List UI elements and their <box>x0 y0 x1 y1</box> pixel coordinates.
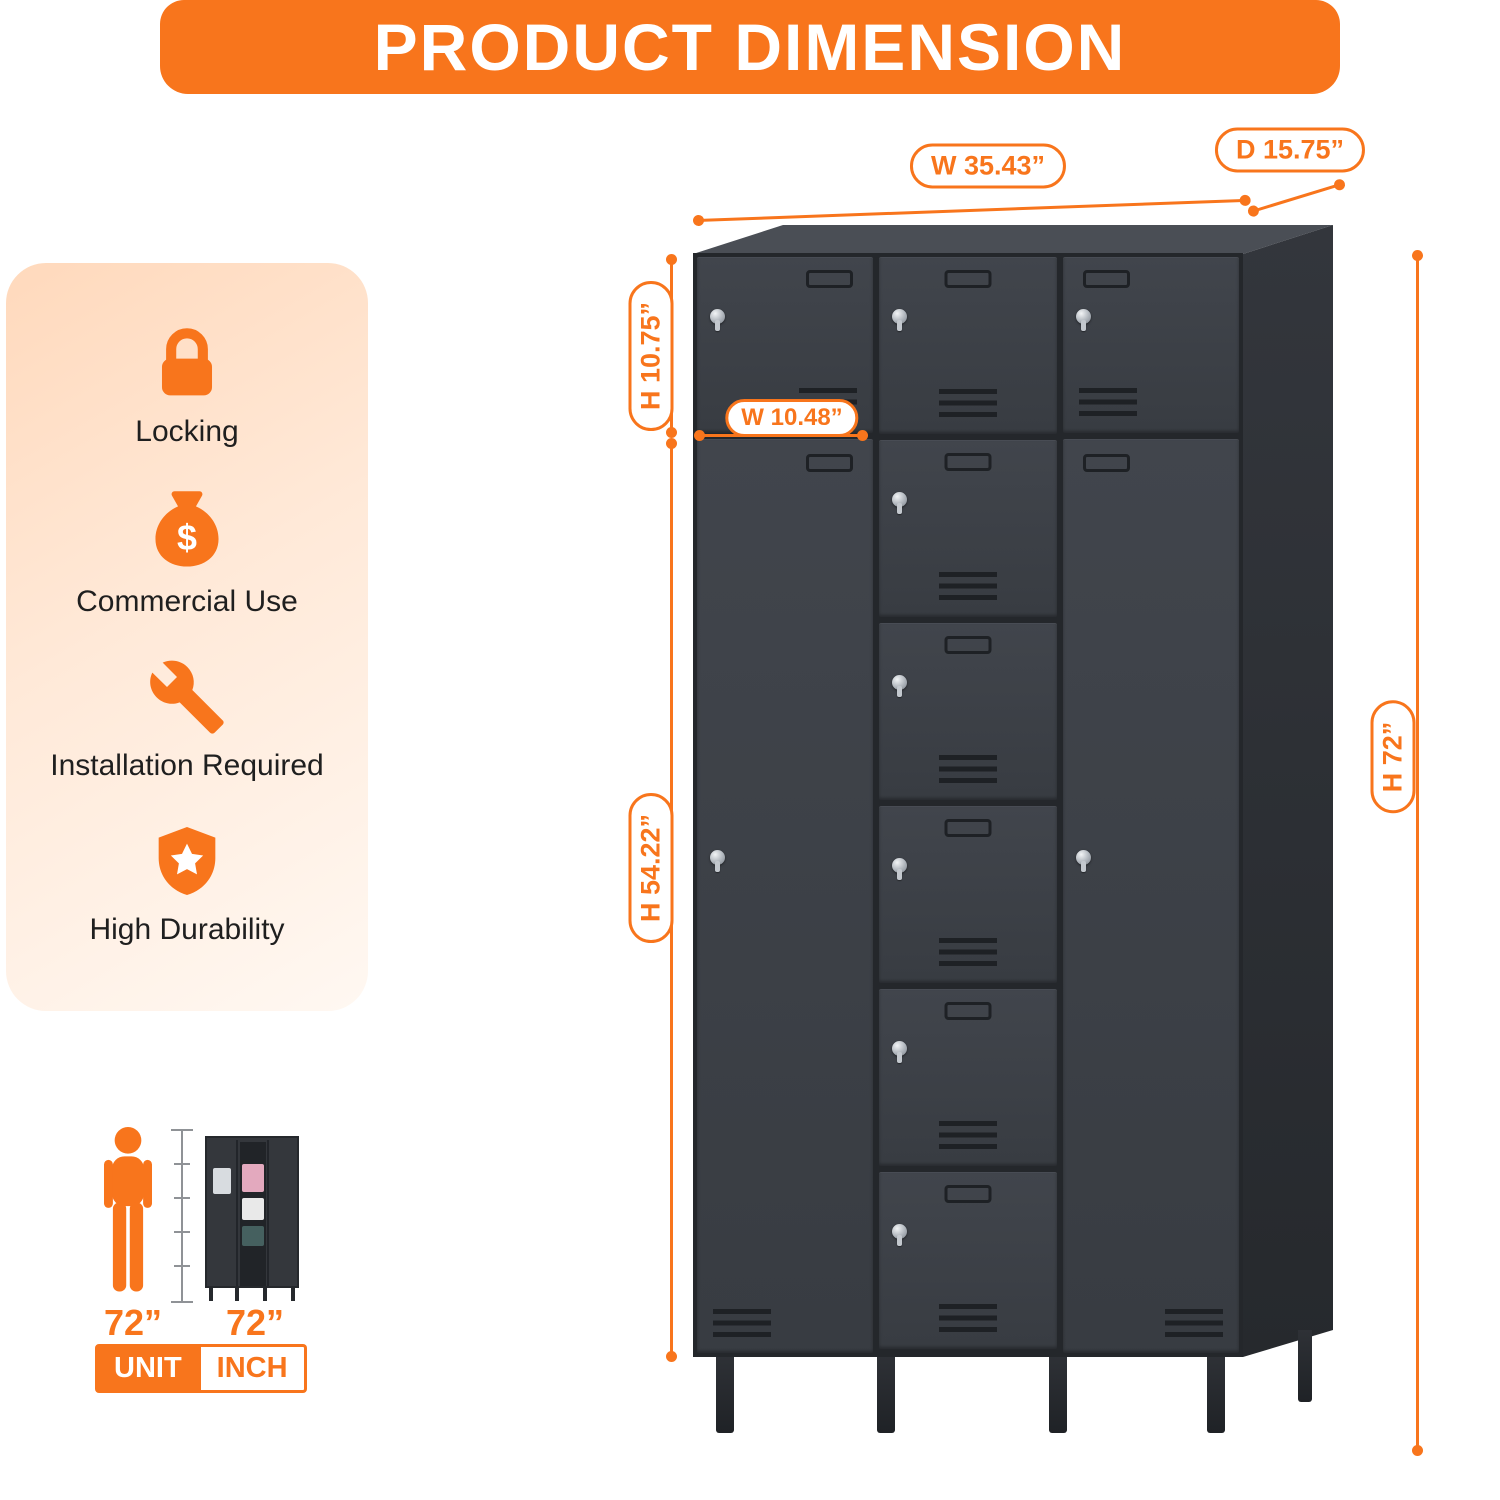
label-holder <box>944 1002 992 1020</box>
vent-slats <box>713 1309 771 1337</box>
locker-leg <box>1207 1357 1225 1433</box>
thumbnail-body <box>205 1136 299 1288</box>
svg-text:$: $ <box>177 518 197 558</box>
person-height-label: 72” <box>103 1302 163 1343</box>
unit-badge: UNIT INCH <box>95 1344 307 1393</box>
dimension-door-width-label: W 10.48” <box>725 399 859 437</box>
dimension-line-overall-height <box>1412 250 1423 1456</box>
locker-leg <box>716 1357 734 1433</box>
vent-slats <box>939 755 997 783</box>
label-holder <box>806 270 853 288</box>
feature-durability: High Durability <box>89 821 285 947</box>
locker-door <box>879 806 1057 983</box>
thumbnail-leg <box>291 1288 295 1301</box>
feature-label: Locking <box>135 415 239 448</box>
label-holder <box>944 270 992 288</box>
locker-door <box>879 623 1057 800</box>
lock <box>892 858 907 880</box>
locker-thumbnail <box>205 1136 301 1304</box>
locker-door <box>1063 257 1239 433</box>
feature-locking: Locking <box>135 327 239 449</box>
dimension-top-door-height-label: H 10.75” <box>628 280 674 432</box>
locker-side-face <box>1243 225 1333 1357</box>
lock <box>710 309 725 331</box>
thumbnail-leg <box>209 1288 213 1301</box>
vent-slats <box>939 389 997 417</box>
label-holder <box>1083 270 1130 288</box>
page-title: PRODUCT DIMENSION <box>373 10 1127 84</box>
feature-panel: Locking $ Commercial Use Installation Re… <box>6 263 368 1011</box>
feature-label: Installation Required <box>50 749 324 782</box>
money-bag-icon: $ <box>155 491 219 567</box>
dimension-overall-height-label: H 72” <box>1370 700 1416 814</box>
label-holder <box>944 1185 992 1203</box>
dimension-line-depth <box>1251 182 1342 213</box>
person-silhouette-icon <box>104 1127 152 1292</box>
locker-door-tall <box>697 439 873 1353</box>
feature-commercial-use: $ Commercial Use <box>76 487 298 619</box>
header-banner: PRODUCT DIMENSION <box>160 0 1340 94</box>
thumbnail-clothes-teal <box>242 1226 264 1246</box>
lock <box>710 850 725 873</box>
thumbnail-leg <box>235 1288 239 1301</box>
dimension-width-label: W 35.43” <box>909 143 1067 189</box>
thumbnail-door-seam <box>267 1140 269 1286</box>
lock <box>1076 850 1091 873</box>
locker-door-tall <box>1063 439 1239 1353</box>
vent-slats <box>939 572 997 600</box>
unit-value: INCH <box>200 1344 307 1393</box>
lock <box>1076 309 1091 331</box>
lock <box>892 675 907 697</box>
feature-installation: Installation Required <box>50 657 324 783</box>
thumbnail-door-seam <box>236 1140 238 1286</box>
vent-slats <box>939 1304 997 1332</box>
vent-slats <box>1079 388 1137 416</box>
locker-leg <box>1298 1330 1312 1402</box>
thumbnail-leg <box>263 1288 267 1301</box>
vent-slats <box>1165 1309 1223 1337</box>
label-holder <box>944 453 992 471</box>
label-holder <box>806 454 853 472</box>
dimension-line-width <box>696 198 1247 222</box>
vent-slats <box>939 938 997 966</box>
locker-height-label: 72” <box>225 1302 285 1343</box>
locker-leg <box>1049 1357 1067 1433</box>
dimension-depth-label: D 15.75” <box>1214 127 1366 173</box>
vent-slats <box>939 1121 997 1149</box>
lock-icon <box>161 328 213 396</box>
unit-label: UNIT <box>95 1344 201 1393</box>
locker-door <box>879 440 1057 617</box>
feature-label: Commercial Use <box>76 585 298 618</box>
thumbnail-clothes-gray <box>213 1168 231 1194</box>
locker-leg <box>877 1357 895 1433</box>
locker-door <box>879 989 1057 1166</box>
thumbnail-clothes-pink <box>242 1164 264 1192</box>
label-holder <box>944 819 992 837</box>
locker-front-face <box>693 253 1243 1357</box>
wrench-icon <box>150 660 224 734</box>
label-holder <box>1083 454 1130 472</box>
lock <box>892 309 907 331</box>
locker-door <box>879 257 1057 434</box>
label-holder <box>944 636 992 654</box>
lock <box>892 492 907 514</box>
locker-top-face <box>693 225 1333 254</box>
locker-door <box>879 1172 1057 1349</box>
feature-label: High Durability <box>89 913 285 946</box>
dimension-tall-door-height-label: H 54.22” <box>628 792 674 944</box>
lock <box>892 1224 907 1246</box>
lock <box>892 1041 907 1063</box>
thumbnail-clothes-white <box>242 1198 264 1220</box>
shield-star-icon <box>158 827 216 895</box>
height-ruler <box>171 1129 193 1303</box>
